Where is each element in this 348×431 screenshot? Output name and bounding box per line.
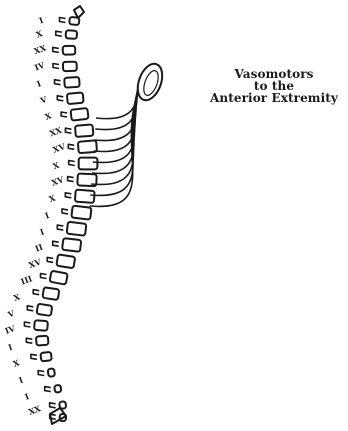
vertebra-label: I xyxy=(35,78,42,89)
spinous-process xyxy=(61,112,67,117)
spinous-process xyxy=(33,290,39,295)
vertebra xyxy=(37,304,53,316)
vertebra xyxy=(66,30,78,39)
vertebra-label: I xyxy=(39,226,46,237)
vertebra-label: X xyxy=(47,192,57,204)
spinous-process xyxy=(38,371,44,376)
vertebra-label: I xyxy=(44,210,51,221)
vertebra-label: XX xyxy=(32,42,48,56)
spinous-process xyxy=(31,354,37,359)
spinous-process xyxy=(53,47,59,52)
skull-base-tip xyxy=(74,6,84,18)
spinous-process xyxy=(24,322,30,327)
vertebra xyxy=(70,108,88,121)
vertebra-label: X xyxy=(12,291,22,303)
vasomotor-nerve-fibers xyxy=(90,76,142,206)
vertebra xyxy=(75,124,93,137)
spinous-process xyxy=(57,96,63,101)
ganglion-outline xyxy=(133,60,167,103)
vertebra-label: III xyxy=(19,273,33,286)
spinous-process xyxy=(57,225,63,230)
vertebra xyxy=(71,206,91,220)
ganglion xyxy=(133,60,167,103)
vertebra-label: IV xyxy=(33,59,47,72)
vertebra-label: X xyxy=(11,357,21,369)
vertebra-label: V xyxy=(38,94,49,106)
vertebra-label: XV xyxy=(27,256,43,270)
vertebra xyxy=(56,254,75,268)
vertebra xyxy=(40,352,51,362)
spinous-process xyxy=(60,18,66,23)
vertebra-label: XX xyxy=(48,124,64,138)
vertebra xyxy=(79,158,98,170)
vertebra-label: X xyxy=(43,110,53,122)
spinous-process xyxy=(45,387,51,392)
vertebra-label: I xyxy=(7,342,14,353)
spinous-process xyxy=(53,64,59,69)
caption-line-3: Anterior Extremity xyxy=(198,92,348,104)
vertebra-label: V xyxy=(5,308,16,320)
spinous-process xyxy=(62,209,68,214)
vertebra xyxy=(67,222,87,236)
vertebra xyxy=(75,190,95,203)
spinous-process xyxy=(41,274,47,279)
spinous-process xyxy=(69,161,75,166)
vertebra-label: IV xyxy=(3,323,17,336)
vertebra xyxy=(50,271,68,285)
spinous-process xyxy=(65,128,71,133)
vertebra-label: XX xyxy=(27,403,43,417)
vertebra-label: XV xyxy=(50,174,66,188)
vertebra xyxy=(67,92,84,104)
spinous-process xyxy=(27,306,33,311)
vertebra-label: X xyxy=(35,28,45,40)
spinous-process xyxy=(65,193,71,198)
vertebra-label: II xyxy=(34,242,45,254)
spinous-process xyxy=(47,257,53,262)
spinous-process xyxy=(55,80,61,85)
vertebra xyxy=(62,238,81,252)
spinous-process xyxy=(56,31,62,36)
vertebra xyxy=(36,336,49,346)
spinous-process xyxy=(50,403,56,408)
vertebra xyxy=(63,46,76,55)
vertebra xyxy=(48,368,56,377)
spinous-process xyxy=(26,338,32,343)
vertebra xyxy=(64,77,79,88)
vertebra xyxy=(42,287,59,300)
vertebra-label: I xyxy=(17,375,24,386)
spinous-process xyxy=(53,241,59,246)
vertebra-label: I xyxy=(23,391,30,402)
vertebra xyxy=(63,62,77,71)
vertebra xyxy=(54,385,61,393)
vertebra xyxy=(34,320,48,331)
vertebra-label: X xyxy=(51,159,61,171)
vertebra-label: XV xyxy=(51,141,67,155)
diagram-caption: Vasomotors to the Anterior Extremity xyxy=(198,68,348,104)
spinous-process xyxy=(68,144,74,149)
vertebra-label: I xyxy=(38,15,45,26)
spinous-process xyxy=(68,177,74,182)
